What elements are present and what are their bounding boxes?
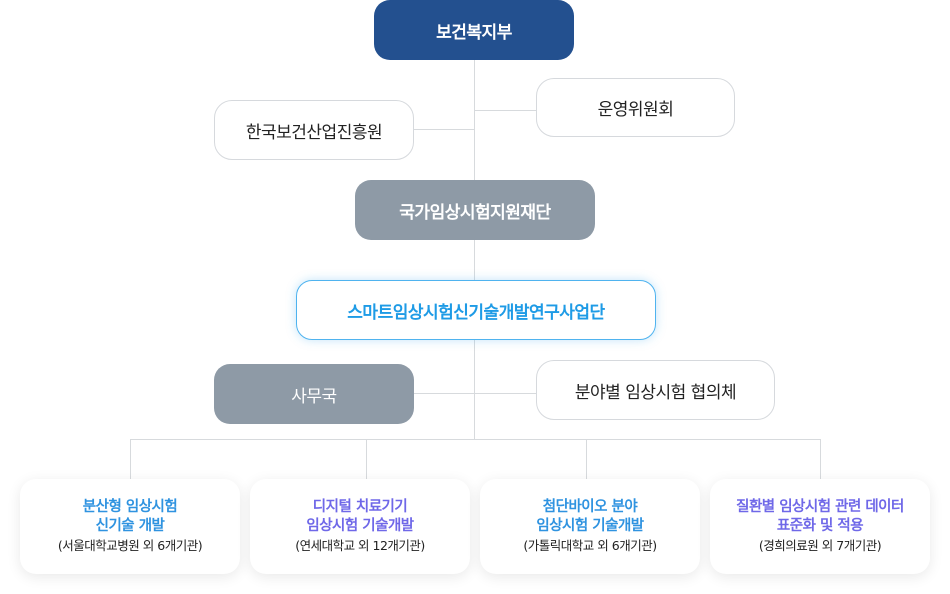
council-node: 분야별 임상시험 협의체 (536, 360, 775, 420)
project-title-line1: 질환별 임상시험 관련 데이터 (736, 499, 904, 515)
project-title-line1: 첨단바이오 분야 (542, 499, 638, 515)
project-title-line2: 임상시험 기술개발 (536, 518, 644, 534)
project-title-line1: 분산형 임상시험 (82, 499, 178, 515)
project-institutions: (연세대학교 외 12개기관) (295, 538, 425, 553)
project-card-decentralized: 분산형 임상시험 신기술 개발 (서울대학교병원 외 6개기관) (20, 479, 240, 574)
office-label: 사무국 (291, 386, 337, 407)
trunk-line (474, 60, 475, 440)
council-label: 분야별 임상시험 협의체 (574, 382, 737, 403)
program-node: 스마트임상시험신기술개발연구사업단 (296, 280, 656, 340)
project-title-line2: 표준화 및 적용 (776, 518, 864, 534)
branch-drop-3 (586, 439, 587, 479)
foundation-node: 국가임상시험지원재단 (355, 180, 595, 240)
branch-drop-1 (130, 439, 131, 479)
project-card-digital-therapeutics: 디지털 치료기기 임상시험 기술개발 (연세대학교 외 12개기관) (250, 479, 470, 574)
committee-connector (474, 110, 536, 111)
office-node: 사무국 (214, 364, 414, 424)
project-institutions: (서울대학교병원 외 6개기관) (57, 538, 203, 553)
committee-label: 운영위원회 (597, 100, 674, 120)
foundation-label: 국가임상시험지원재단 (399, 202, 551, 223)
branch-drop-4 (820, 439, 821, 479)
project-card-data-standardization: 질환별 임상시험 관련 데이터 표준화 및 적용 (경희의료원 외 7개기관) (710, 479, 930, 574)
project-title-line1: 디지털 치료기기 (312, 499, 408, 515)
kohi-connector (414, 129, 475, 130)
ministry-node: 보건복지부 (374, 0, 574, 60)
program-label: 스마트임상시험신기술개발연구사업단 (347, 302, 605, 323)
project-title-line2: 임상시험 기술개발 (306, 518, 414, 534)
project-title-line2: 신기술 개발 (95, 518, 165, 534)
kohi-node: 한국보건산업진흥원 (214, 100, 414, 160)
office-connector (414, 393, 475, 394)
committee-node: 운영위원회 (536, 78, 735, 137)
project-institutions: (경희의료원 외 7개기관) (758, 538, 882, 553)
council-connector (474, 393, 536, 394)
ministry-label: 보건복지부 (436, 22, 512, 43)
branch-drop-2 (366, 439, 367, 479)
kohi-label: 한국보건산업진흥원 (245, 122, 383, 143)
branch-bar (130, 439, 821, 440)
project-card-advanced-bio: 첨단바이오 분야 임상시험 기술개발 (가톨릭대학교 외 6개기관) (480, 479, 700, 574)
project-institutions: (가톨릭대학교 외 6개기관) (523, 538, 657, 553)
